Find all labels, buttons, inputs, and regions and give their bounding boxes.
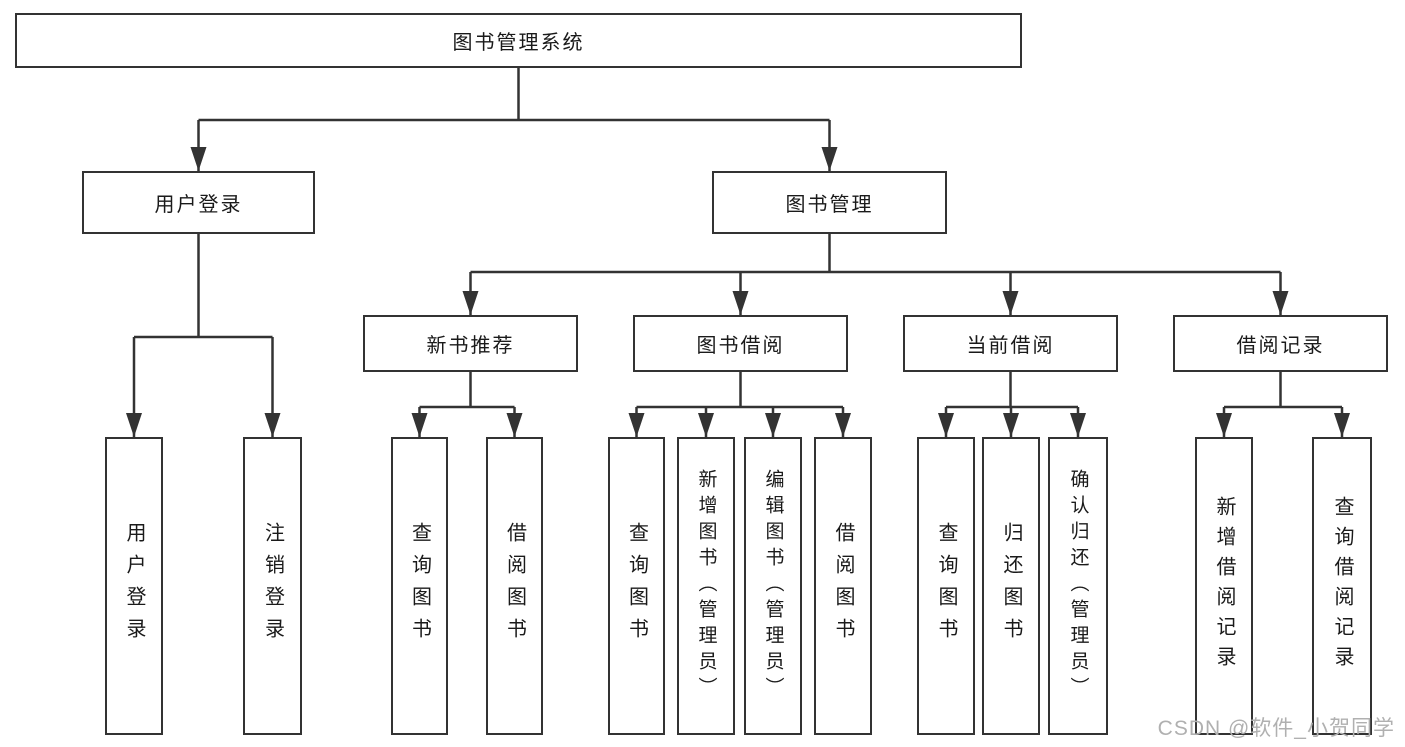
csdn-watermark: CSDN @软件_小贺同学 (1157, 717, 1395, 740)
node-root-label: 图书管理系统 (452, 32, 585, 54)
connector-trunks (134, 68, 1342, 409)
leaf-current-query-label: 查询图书 (935, 522, 957, 650)
node-book-borrow: 图书借阅 (633, 315, 848, 372)
node-current-borrow: 当前借阅 (903, 315, 1118, 372)
leaf-confirm-return-label: 确认归还（管理员） (1067, 469, 1089, 703)
node-user-login-label: 用户登录 (154, 194, 243, 216)
leaf-logout: 注销登录 (243, 437, 302, 735)
node-new-book-recommend-label: 新书推荐 (426, 335, 515, 357)
leaf-newbook-borrow: 借阅图书 (486, 437, 543, 735)
leaf-query-borrow-record-label: 查询借阅记录 (1331, 496, 1353, 676)
leaf-add-borrow-record-label: 新增借阅记录 (1213, 496, 1235, 676)
leaf-borrow-query-label: 查询图书 (625, 522, 648, 650)
leaf-confirm-return: 确认归还（管理员） (1048, 437, 1108, 735)
node-book-management: 图书管理 (712, 171, 947, 234)
leaf-newbook-query: 查询图书 (391, 437, 448, 735)
leaf-add-borrow-record: 新增借阅记录 (1195, 437, 1253, 735)
node-book-management-label: 图书管理 (785, 194, 874, 216)
leaf-newbook-query-label: 查询图书 (408, 522, 431, 650)
leaf-borrow-add-book-label: 新增图书（管理员） (695, 469, 717, 703)
leaf-query-borrow-record: 查询借阅记录 (1312, 437, 1372, 735)
leaf-return-book: 归还图书 (982, 437, 1040, 735)
node-borrow-records-label: 借阅记录 (1236, 335, 1325, 357)
leaf-borrow-query: 查询图书 (608, 437, 665, 735)
leaf-borrow-edit-book: 编辑图书（管理员） (744, 437, 802, 735)
leaf-current-query: 查询图书 (917, 437, 975, 735)
node-current-borrow-label: 当前借阅 (966, 335, 1055, 357)
node-borrow-records: 借阅记录 (1173, 315, 1388, 372)
leaf-borrow-book: 借阅图书 (814, 437, 872, 735)
leaf-borrow-add-book: 新增图书（管理员） (677, 437, 735, 735)
leaf-newbook-borrow-label: 借阅图书 (503, 522, 526, 650)
leaf-user-login-label: 用户登录 (123, 522, 145, 650)
leaf-return-book-label: 归还图书 (1000, 522, 1022, 650)
node-book-borrow-label: 图书借阅 (696, 335, 785, 357)
leaf-user-login: 用户登录 (105, 437, 163, 735)
leaf-borrow-book-label: 借阅图书 (832, 522, 854, 650)
leaf-borrow-edit-book-label: 编辑图书（管理员） (762, 469, 784, 703)
node-root: 图书管理系统 (15, 13, 1022, 68)
leaf-logout-label: 注销登录 (261, 522, 284, 650)
node-new-book-recommend: 新书推荐 (363, 315, 578, 372)
node-user-login: 用户登录 (82, 171, 315, 234)
